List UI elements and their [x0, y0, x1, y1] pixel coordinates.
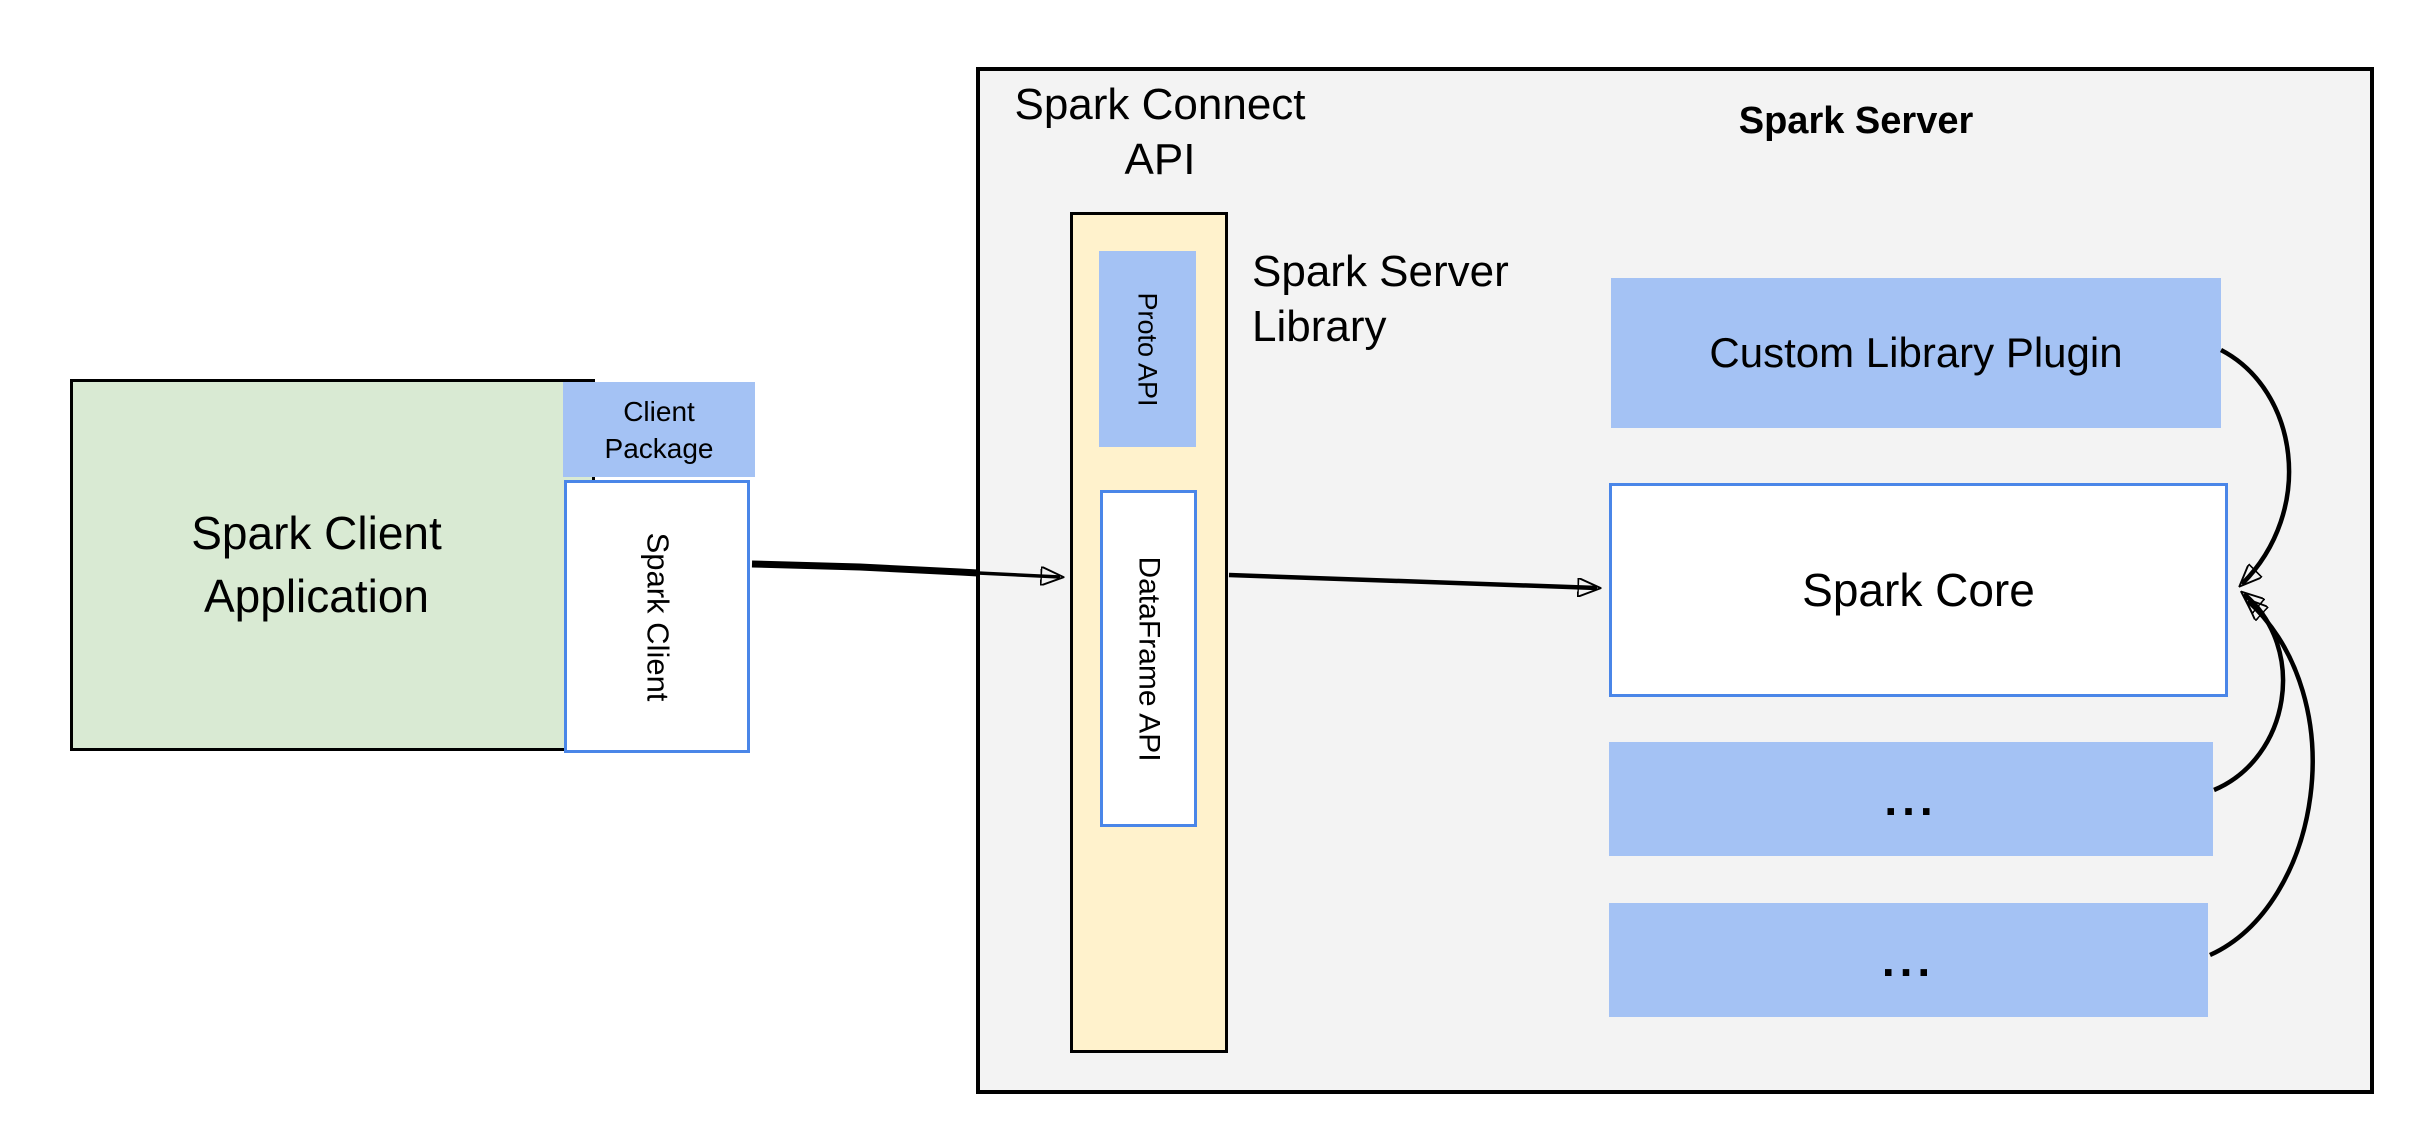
spark-client-label: Spark Client — [639, 532, 675, 701]
other-plugin-box-2: ... — [1609, 903, 2208, 1017]
dataframe-api-box: DataFrame API — [1100, 490, 1197, 827]
spark-core-box: Spark Core — [1609, 483, 2228, 697]
client-package-box: Client Package — [563, 382, 755, 477]
proto-api-label: Proto API — [1133, 291, 1164, 407]
custom-library-plugin-box: Custom Library Plugin — [1611, 278, 2221, 428]
dataframe-api-label: DataFrame API — [1132, 555, 1166, 762]
other-plugin-box-1: ... — [1609, 742, 2213, 856]
spark-client-application-label: Spark Client Application — [191, 507, 442, 622]
spark-connect-api-label: Spark Connect API — [1014, 80, 1306, 184]
proto-api-box: Proto API — [1099, 251, 1196, 447]
spark-client-box: Spark Client — [564, 480, 750, 753]
spark-server-title: Spark Server — [1738, 99, 1974, 142]
arrow-client-to-connect-thick — [751, 560, 979, 577]
spark-server-library-label: Spark Server Library — [1252, 247, 1509, 351]
spark-client-application-box — [70, 379, 595, 751]
